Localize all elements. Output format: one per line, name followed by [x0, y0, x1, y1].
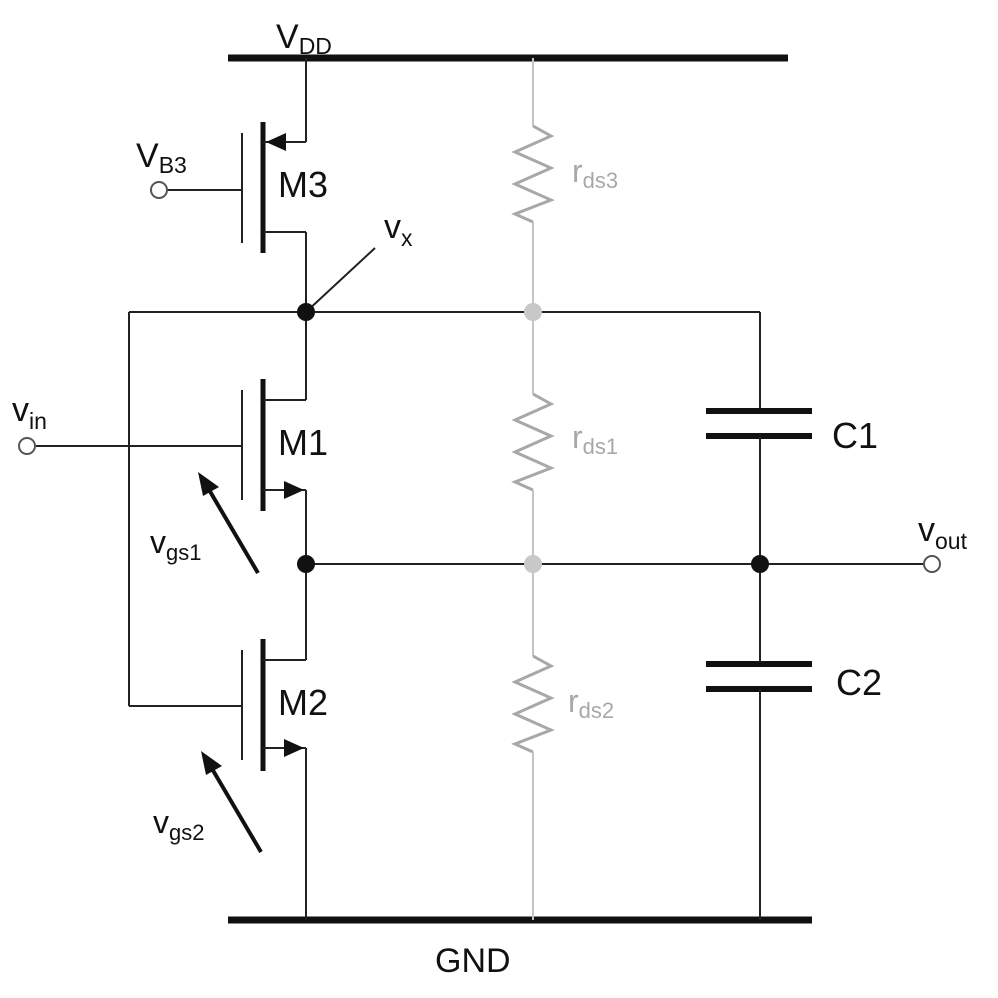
vout-terminal: [923, 555, 941, 573]
vx-label-main: v: [384, 208, 401, 246]
vx-junction-dot: [297, 303, 315, 321]
rds3-zigzag: [511, 124, 555, 224]
transistor-m1: M1: [18, 312, 328, 564]
vb3-label-main: V: [136, 137, 159, 175]
rds1-label: rds1: [572, 419, 618, 459]
vgs2-label: vgs2: [153, 804, 204, 845]
vb3-label: VB3: [136, 137, 187, 178]
m1-label: M1: [278, 422, 328, 463]
capacitor-c2: C2: [706, 564, 882, 920]
vx-pointer-line: [305, 247, 376, 313]
parasitic-branch: [511, 58, 555, 920]
vdd-label-main: V: [276, 18, 299, 56]
m2-arrow-icon: [284, 739, 304, 757]
vin-label-main: v: [12, 391, 29, 429]
vgs1-arrow: [198, 472, 260, 575]
rds3-label-sub: ds3: [583, 168, 618, 193]
rds1-label-sub: ds1: [583, 434, 618, 459]
vgs2-label-sub: gs2: [169, 820, 204, 845]
vout-label: vout: [918, 511, 968, 554]
vgs2-label-main: v: [153, 804, 169, 840]
rds2-zigzag: [511, 654, 555, 754]
vgs1-arrow-shaft: [206, 486, 260, 575]
vgs2-arrow: [201, 751, 263, 854]
vdd-label-sub: DD: [299, 33, 332, 59]
vdd-label: VDD: [276, 18, 332, 59]
vgs1-label-sub: gs1: [166, 540, 201, 565]
source-junction-dot: [297, 555, 315, 573]
vgs2-arrowhead-icon: [201, 751, 222, 775]
m3-arrow-icon: [266, 133, 286, 151]
vb3-terminal: [150, 181, 168, 199]
vout-junction-dot: [751, 555, 769, 573]
rds2-label-sub: ds2: [579, 698, 614, 723]
vin-label: vin: [12, 391, 47, 434]
rds2-label-main: r: [568, 683, 579, 719]
capacitor-c1: C1: [706, 312, 878, 564]
vx-label-sub: x: [401, 225, 413, 251]
rds2-label: rds2: [568, 683, 614, 723]
vgs1-label-main: v: [150, 524, 166, 560]
vgs2-arrow-shaft: [209, 765, 263, 854]
rds1-label-main: r: [572, 419, 583, 455]
rds1-zigzag: [511, 392, 555, 492]
vout-label-main: v: [918, 511, 935, 549]
c2-label: C2: [836, 662, 882, 703]
vb3-label-sub: B3: [159, 152, 187, 178]
c1-label: C1: [832, 415, 878, 456]
transistor-m2: M2: [241, 564, 328, 920]
vout-label-sub: out: [935, 528, 968, 554]
vx-label: vx: [384, 208, 413, 251]
vin-label-sub: in: [29, 408, 47, 434]
vin-terminal: [18, 437, 36, 455]
rds3-label: rds3: [572, 153, 618, 193]
m1-arrow-icon: [284, 481, 304, 499]
rds-node-top: [524, 303, 542, 321]
gnd-label: GND: [435, 942, 511, 980]
transistor-m3: M3: [150, 58, 328, 312]
rds-node-mid: [524, 555, 542, 573]
vgs1-label: vgs1: [150, 524, 201, 565]
rds3-label-main: r: [572, 153, 583, 189]
m3-label: M3: [278, 164, 328, 205]
vgs1-arrowhead-icon: [198, 472, 219, 496]
m2-label: M2: [278, 682, 328, 723]
